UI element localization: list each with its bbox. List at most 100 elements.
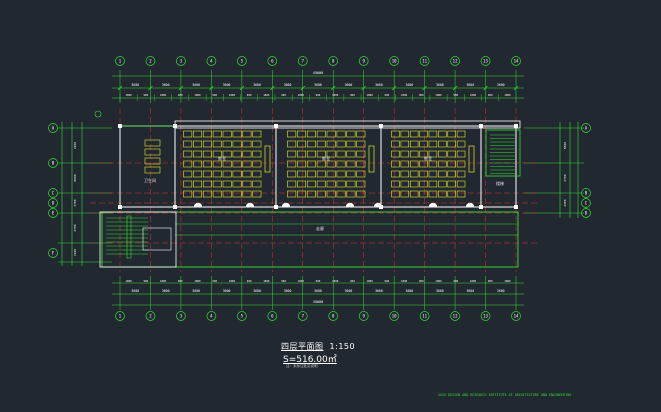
dim-detail-value: 900 [178,279,183,283]
dim-detail-value: 1800 [332,93,339,97]
axis-bubble-label: 3 [180,59,183,64]
column [118,205,122,209]
dim-bay-value: 3600 [131,83,139,87]
dim-detail-value: 900 [247,279,252,283]
axis-bubble-top [236,56,247,66]
dim-detail-value: 900 [178,93,183,97]
axis-bubble-label: 12 [453,59,458,64]
axis-bubble-label: A [585,126,588,131]
desk [400,130,410,138]
axis-bubble-bottom [511,311,521,321]
axis-bubble-label: 14 [514,314,519,319]
axis-bubble-left [48,208,58,218]
column [479,124,483,128]
desk [438,140,447,148]
desk [447,140,456,148]
column [274,205,278,209]
dim-bay-value: 3600 [131,289,139,293]
desk [346,190,356,198]
desk [287,150,297,158]
axis-bubble-top [115,56,125,66]
exterior-wall [119,125,517,208]
desk [356,140,366,148]
dim-detail-value: 1800 [229,279,236,283]
toilet-stall [144,157,161,165]
desk [438,190,447,198]
axis-bubble-label: 8 [332,314,335,319]
dim-left-value: 2400 [73,142,77,149]
desk [306,190,316,198]
desk [212,190,222,198]
classroom-desks [144,130,475,198]
desk [356,150,366,158]
dim-tick [361,85,366,91]
desk [326,170,336,178]
dim-detail-value: 900 [350,279,355,283]
top-parapet [174,120,521,129]
axis-bubble-label: 9 [362,59,365,64]
dim-bay-value: 3600 [345,83,353,87]
axis-bubble-label: 5 [241,59,244,64]
desk [346,160,356,168]
desk [193,150,203,158]
desk [438,150,447,158]
dim-tick [300,85,306,91]
desk [193,190,203,198]
desk [297,170,307,178]
desk [297,180,307,188]
dim-bay-value: 3600 [406,289,414,293]
desk [428,150,438,158]
axis-grid-lines [90,108,540,272]
desk [222,170,232,178]
desk [297,140,307,148]
desk [326,160,336,168]
desk [306,170,316,178]
desk [409,140,419,148]
desk [447,180,456,188]
desk [456,160,466,168]
dim-tick [483,85,488,91]
dim-tick [209,85,214,91]
desk [297,150,307,158]
desk [326,180,336,188]
dim-detail-value: 900 [453,93,458,97]
desk [316,150,326,158]
dim-bay-value: 3600 [466,83,474,87]
desk [419,170,428,178]
desk [212,140,222,148]
axis-bubble-top [297,56,308,66]
dim-detail-value: 1800 [367,279,374,283]
dim-detail-value: 900 [385,279,390,283]
room-label: 教室 [322,155,330,161]
desk [409,160,419,168]
dim-detail-value: 900 [212,93,217,97]
desk [252,170,262,178]
desk [438,130,447,138]
desk [202,170,212,178]
axis-bubble-bottom [297,311,308,321]
dim-right-value: 6600 [563,142,567,149]
desk [326,190,336,198]
axis-bubble-top [450,56,460,66]
dim-left-value: 2700 [73,199,77,206]
dim-bay-value: 3600 [375,289,383,293]
desk [316,160,326,168]
axis-bubble-label: 1 [119,314,122,319]
desk [252,160,262,168]
desk [346,130,356,138]
desk [409,170,419,178]
desk [428,130,438,138]
desk [391,190,400,198]
toilet-stall [144,148,161,156]
desk [316,130,326,138]
dim-bay-value: 3600 [223,289,231,293]
desk [438,170,447,178]
desk [326,130,336,138]
column [173,205,177,209]
axis-bubble-label: 9 [362,314,365,319]
axis-bubble-label: B [585,191,588,196]
desk [419,150,428,158]
dim-bay-value: 3600 [406,83,414,87]
